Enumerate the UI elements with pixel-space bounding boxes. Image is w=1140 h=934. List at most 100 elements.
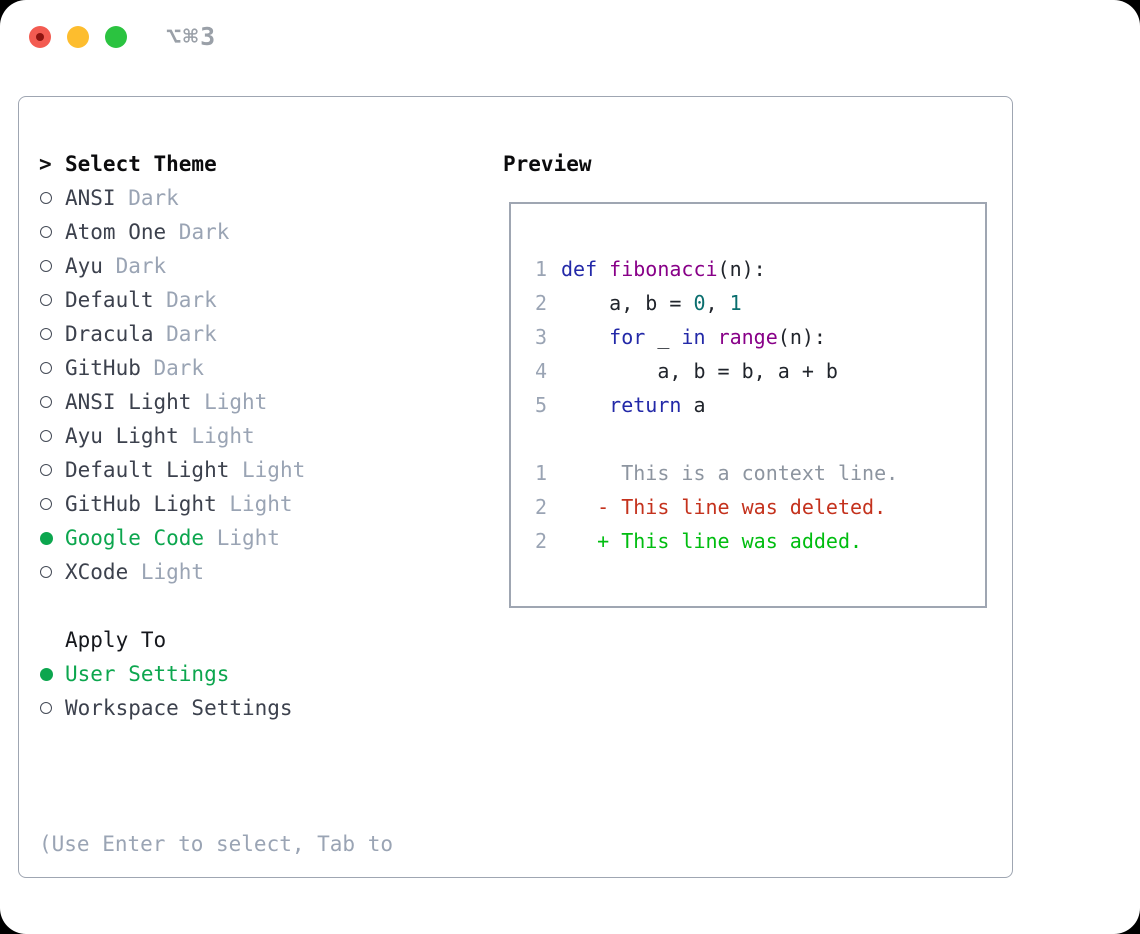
radio-unselected-icon — [40, 396, 52, 408]
radio-unselected-icon — [40, 362, 52, 374]
select-theme-header: > Select Theme — [39, 147, 479, 181]
spacer — [39, 725, 479, 759]
radio-unselected-icon — [40, 566, 52, 578]
theme-option[interactable]: Dracula Dark — [39, 317, 479, 351]
close-button[interactable] — [29, 26, 51, 48]
line-number: 3 — [534, 325, 547, 349]
line-content: for _ in range(n): — [609, 325, 826, 349]
minimize-button[interactable] — [67, 26, 89, 48]
apply-to-header: Apply To — [39, 623, 479, 657]
option-label: Atom One — [65, 220, 167, 244]
help-text-line2: change focus) — [39, 929, 479, 934]
theme-option[interactable]: XCode Light — [39, 555, 479, 589]
line-number: 2 — [534, 291, 547, 315]
radio-unselected-icon — [40, 328, 52, 340]
preview-line: 4 a, b = b, a + b — [533, 354, 985, 388]
select-theme-title: Select Theme — [65, 152, 217, 176]
option-variant-label: Dark — [153, 288, 217, 312]
line-number: 5 — [534, 393, 547, 417]
option-label: User Settings — [65, 662, 230, 686]
line-content: def fibonacci(n): — [561, 257, 766, 281]
option-variant-label: Light — [191, 390, 268, 414]
preview-line: 5 return a — [533, 388, 985, 422]
radio-unselected-icon — [40, 260, 52, 272]
theme-option[interactable]: Default Dark — [39, 283, 479, 317]
radio-unselected-icon — [40, 464, 52, 476]
option-label: Workspace Settings — [65, 696, 293, 720]
line-number: 1 — [534, 257, 547, 281]
option-label: Default Light — [65, 458, 230, 482]
traffic-lights — [29, 26, 127, 48]
line-content: - This line was deleted. — [561, 495, 887, 519]
theme-option[interactable]: ANSI Light Light — [39, 385, 479, 419]
apply-to-option[interactable]: User Settings — [39, 657, 479, 691]
apply-to-option[interactable]: Workspace Settings — [39, 691, 479, 725]
option-label: Default — [65, 288, 154, 312]
radio-selected-icon — [40, 667, 53, 681]
radio-unselected-icon — [40, 294, 52, 306]
option-variant-label: Light — [229, 458, 306, 482]
window-title: ⌥⌘3 — [166, 22, 218, 51]
help-text: (Use Enter to select, Tab to change focu… — [39, 759, 479, 934]
line-content: + This line was added. — [561, 529, 863, 553]
line-content: a, b = 0, 1 — [561, 291, 742, 315]
theme-option[interactable]: Atom One Dark — [39, 215, 479, 249]
preview-title: Preview — [503, 152, 592, 176]
theme-option[interactable]: Ayu Dark — [39, 249, 479, 283]
preview-line: 2 a, b = 0, 1 — [533, 286, 985, 320]
theme-option[interactable]: Default Light Light — [39, 453, 479, 487]
option-variant-label: Dark — [102, 254, 167, 278]
option-variant-label: Light — [178, 424, 255, 448]
option-label: Dracula — [65, 322, 154, 346]
preview-line: 1 This is a context line. — [533, 456, 985, 490]
apply-to-title: Apply To — [65, 628, 167, 652]
radio-unselected-icon — [40, 226, 52, 238]
spacer — [39, 589, 479, 623]
option-label: ANSI Light — [65, 390, 192, 414]
radio-unselected-icon — [40, 430, 52, 442]
option-label: GitHub Light — [65, 492, 217, 516]
option-label: ANSI — [65, 186, 116, 210]
option-label: Ayu Light — [65, 424, 179, 448]
line-number: 1 — [534, 461, 547, 485]
line-number: 2 — [534, 495, 547, 519]
radio-selected-icon — [40, 531, 53, 545]
line-number: 4 — [534, 359, 547, 383]
theme-option[interactable]: Google Code Light — [39, 521, 479, 555]
option-label: GitHub — [65, 356, 141, 380]
line-number: 2 — [534, 529, 547, 553]
preview-line: 2 - This line was deleted. — [533, 490, 985, 524]
theme-option[interactable]: ANSI Dark — [39, 181, 479, 215]
option-variant-label: Dark — [153, 322, 217, 346]
option-variant-label: Dark — [166, 220, 230, 244]
zoom-button[interactable] — [105, 26, 127, 48]
preview-line: 3 for _ in range(n): — [533, 320, 985, 354]
focus-caret: > — [39, 152, 52, 176]
option-label: Ayu — [65, 254, 103, 278]
theme-option[interactable]: GitHub Dark — [39, 351, 479, 385]
line-content: return a — [609, 393, 706, 417]
preview-line: 1 def fibonacci(n): — [533, 252, 985, 286]
theme-option[interactable]: GitHub Light Light — [39, 487, 479, 521]
radio-unselected-icon — [40, 702, 52, 714]
radio-unselected-icon — [40, 192, 52, 204]
titlebar: ⌥⌘3 — [0, 0, 1140, 96]
option-label: XCode — [65, 560, 129, 584]
option-variant-label: Light — [216, 492, 293, 516]
radio-unselected-icon — [40, 498, 52, 510]
help-text-line1: (Use Enter to select, Tab to — [39, 832, 394, 856]
theme-option[interactable]: Ayu Light Light — [39, 419, 479, 453]
option-variant-label: Dark — [140, 356, 205, 380]
option-label: Google Code — [65, 526, 205, 550]
option-variant-label: Dark — [115, 186, 179, 210]
option-variant-label: Light — [128, 560, 205, 584]
preview-line: 2 + This line was added. — [533, 524, 985, 558]
option-variant-label: Light — [204, 526, 280, 550]
preview-line — [533, 422, 985, 456]
